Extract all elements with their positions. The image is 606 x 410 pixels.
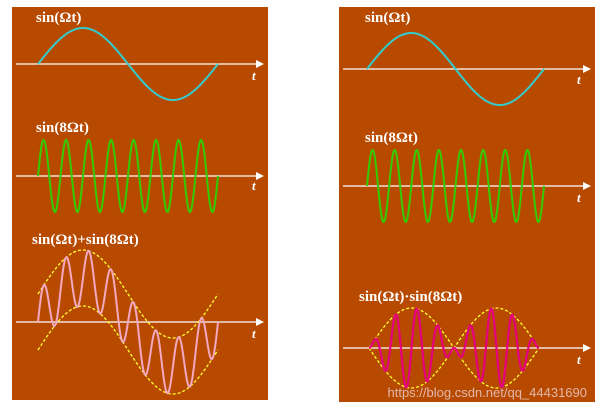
upper-envelope [37,249,219,339]
t-axis-label: t [252,178,256,193]
product-wave [368,307,540,389]
time-axis-arrow [583,182,591,190]
label-product: sin(Ωt)·sin(8Ωt) [359,289,463,305]
t-axis-label: t [577,72,581,87]
left-panel: sin(Ωt) sin(8Ωt) sin(Ωt)+sin(8Ωt) t t t [12,7,268,400]
time-axis-arrow [583,344,591,352]
time-axis-arrow [256,172,264,180]
label-sin-omega-t: sin(Ωt) [365,10,411,26]
time-axis-arrow [256,60,264,68]
t-axis-label: t [252,326,256,341]
carrier-wave [366,148,545,224]
carrier-wave [37,138,219,214]
modulating-wave [37,26,219,102]
right-waveforms [343,31,591,389]
lower-envelope [37,305,219,395]
time-axis-arrow [256,318,264,326]
t-axis-label: t [252,68,256,83]
label-sin-8-omega-t: sin(8Ωt) [36,120,89,136]
label-sin-8-omega-t: sin(8Ωt) [365,130,418,146]
t-axis-label: t [577,352,581,367]
sum-wave [37,249,219,395]
label-sum: sin(Ωt)+sin(8Ωt) [32,232,139,248]
modulating-wave [366,31,545,107]
watermark: https://blog.csdn.net/qq_44431690 [387,385,588,400]
t-axis-label: t [577,190,581,205]
left-waveforms [16,26,264,395]
time-axis-arrow [583,65,591,73]
label-sin-omega-t: sin(Ωt) [36,10,82,26]
right-panel: sin(Ωt) sin(8Ωt) sin(Ωt)·sin(8Ωt) t t t … [339,7,595,402]
